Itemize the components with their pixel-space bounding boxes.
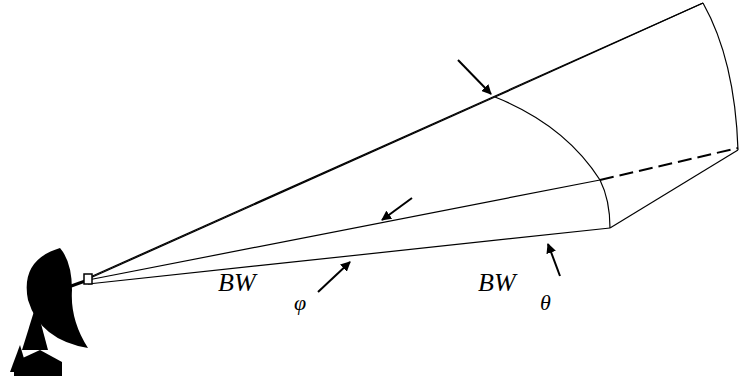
subscript-label: θ bbox=[540, 292, 551, 314]
dish-antenna bbox=[10, 248, 92, 376]
subscript-label: φ bbox=[294, 292, 306, 314]
pointer-arrows bbox=[318, 60, 560, 292]
beamwidth-label: BW bbox=[218, 270, 256, 296]
beamwidth-label: BW bbox=[478, 270, 516, 296]
beam-outline bbox=[88, 3, 738, 284]
